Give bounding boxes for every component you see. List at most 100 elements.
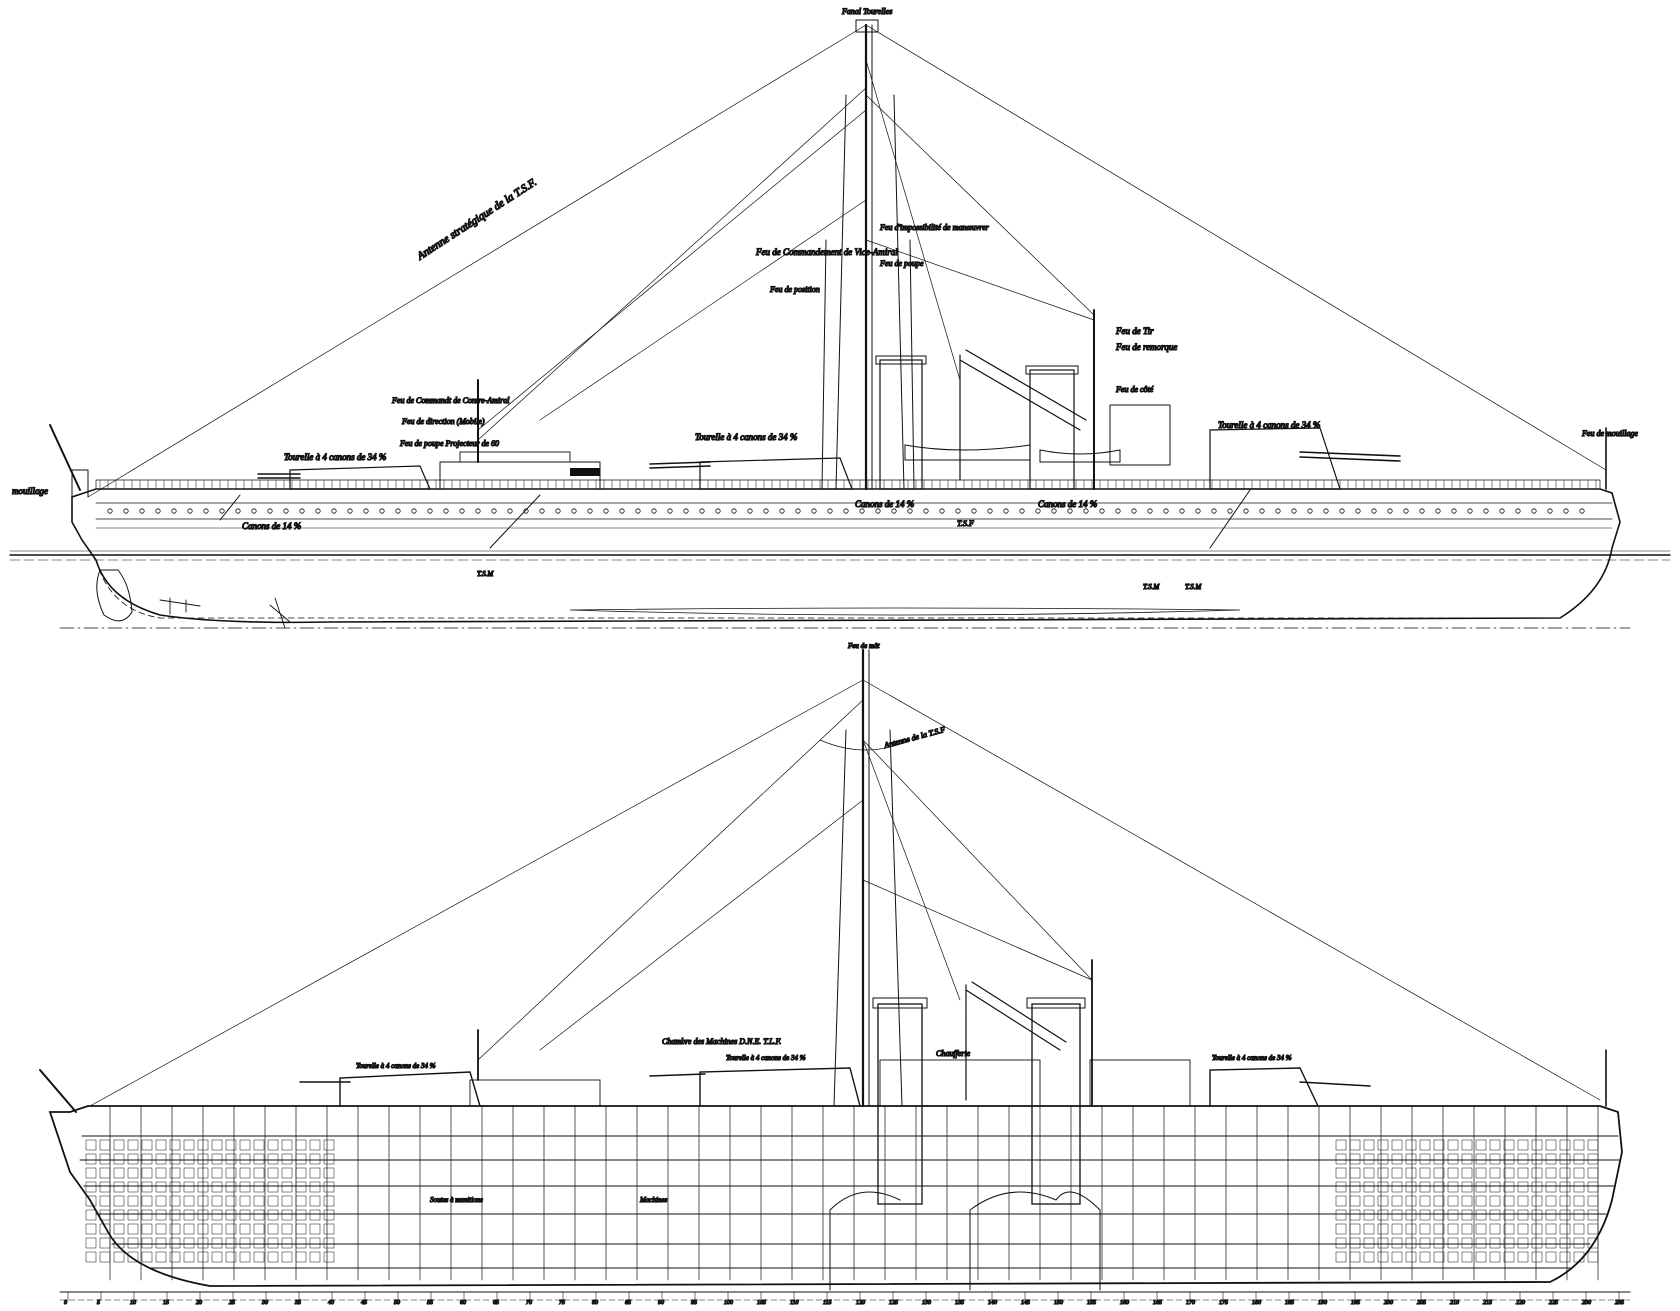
- compartment-cell: [1587, 1139, 1599, 1151]
- compartment-cell: [211, 1209, 223, 1221]
- frame-number: 205: [1417, 1300, 1426, 1306]
- compartment-cell: [267, 1195, 279, 1207]
- porthole: [1163, 508, 1169, 514]
- compartment-cell: [169, 1181, 181, 1193]
- compartment-cell: [295, 1153, 307, 1165]
- compartment-cell: [281, 1139, 293, 1151]
- compartment-cell: [239, 1167, 251, 1179]
- compartment-cell: [1433, 1181, 1445, 1193]
- compartment-cell: [295, 1237, 307, 1249]
- compartment-cell: [225, 1167, 237, 1179]
- porthole: [1515, 508, 1521, 514]
- porthole: [203, 508, 209, 514]
- compartment-cell: [1489, 1139, 1501, 1151]
- compartment-cell: [1447, 1181, 1459, 1193]
- turret-aft-guns: [1299, 451, 1401, 457]
- porthole: [1563, 508, 1569, 514]
- compartment-cell: [323, 1139, 335, 1151]
- porthole: [315, 508, 321, 514]
- compartment-cell: [127, 1223, 139, 1235]
- compartment-cell: [141, 1153, 153, 1165]
- frame-number: 225: [1549, 1300, 1558, 1306]
- porthole: [1323, 508, 1329, 514]
- compartment-cell: [197, 1251, 209, 1263]
- compartment-cell: [1475, 1237, 1487, 1249]
- compartment-cell: [127, 1153, 139, 1165]
- compartment-cell: [323, 1251, 335, 1263]
- compartment-cell: [1363, 1167, 1375, 1179]
- porthole: [1035, 508, 1041, 514]
- compartment-cell: [183, 1139, 195, 1151]
- compartment-cell: [225, 1153, 237, 1165]
- compartment-cell: [1391, 1251, 1403, 1263]
- compartment-cell: [141, 1181, 153, 1193]
- compartment-cell: [1559, 1237, 1571, 1249]
- porthole: [235, 508, 241, 514]
- compartment-cell: [225, 1195, 237, 1207]
- frame-number: 35: [294, 1300, 301, 1306]
- frame-number: 115: [823, 1300, 832, 1306]
- compartment-cell: [1559, 1181, 1571, 1193]
- frame-number: 150: [1054, 1300, 1063, 1306]
- compartment-cell: [127, 1139, 139, 1151]
- compartment-cell: [1531, 1139, 1543, 1151]
- porthole: [1339, 508, 1345, 514]
- compartment-cell: [1405, 1153, 1417, 1165]
- porthole: [795, 508, 801, 514]
- hull-underwater: [95, 559, 1561, 619]
- compartment-cell: [197, 1237, 209, 1249]
- compartment-cell: [1559, 1209, 1571, 1221]
- frame-number: 230: [1582, 1300, 1591, 1306]
- section-funnel-fwd: [877, 1003, 923, 1205]
- compartment-cell: [295, 1209, 307, 1221]
- porthole: [139, 508, 145, 514]
- porthole: [1003, 508, 1009, 514]
- label-cmd-light-ra: Feu de Commandt de Contre-Amiral: [391, 396, 510, 405]
- compartment-cell: [239, 1153, 251, 1165]
- compartment-cell: [197, 1195, 209, 1207]
- compartment-cell: [1391, 1237, 1403, 1249]
- porthole: [251, 508, 257, 514]
- compartment-cell: [141, 1209, 153, 1221]
- compartment-cell: [1489, 1237, 1501, 1249]
- compartment-cell: [1517, 1181, 1529, 1193]
- compartment-cell: [85, 1195, 97, 1207]
- compartment-cell: [1587, 1195, 1599, 1207]
- porthole: [1115, 508, 1121, 514]
- frame-number: 120: [856, 1300, 865, 1306]
- porthole: [1019, 508, 1025, 514]
- frame-number: 25: [229, 1300, 235, 1306]
- compartment-cell: [281, 1223, 293, 1235]
- compartment-cell: [183, 1181, 195, 1193]
- compartment-cell: [1391, 1223, 1403, 1235]
- compartment-cell: [1363, 1223, 1375, 1235]
- label-section-dne: Chambre des Machines D.N.E. T.L.F.: [662, 1037, 781, 1046]
- compartment-cell: [295, 1167, 307, 1179]
- compartment-cell: [309, 1223, 321, 1235]
- frame-number: 215: [1483, 1300, 1492, 1306]
- compartment-cell: [1545, 1223, 1557, 1235]
- compartment-cell: [169, 1167, 181, 1179]
- porthole: [155, 508, 161, 514]
- compartment-cell: [253, 1209, 265, 1221]
- compartment-cell: [267, 1209, 279, 1221]
- porthole: [331, 508, 337, 514]
- porthole: [859, 508, 865, 514]
- compartment-cell: [281, 1181, 293, 1193]
- compartment-cell: [267, 1153, 279, 1165]
- compartment-cell: [1573, 1139, 1585, 1151]
- turret-mid: [699, 457, 853, 490]
- compartment-cell: [1573, 1237, 1585, 1249]
- label-tsm-aft2: T.S.M: [1185, 583, 1202, 591]
- porthole: [427, 508, 433, 514]
- compartment-cell: [1447, 1153, 1459, 1165]
- frame-number: 40: [328, 1299, 334, 1306]
- label-direction-light: Feu de direction (Mobile): [401, 417, 485, 426]
- compartment-cell: [1503, 1167, 1515, 1179]
- porthole: [987, 508, 993, 514]
- compartment-cell: [1559, 1223, 1571, 1235]
- frame-number: 10: [130, 1300, 136, 1306]
- porthole: [699, 508, 705, 514]
- compartment-cell: [1517, 1209, 1529, 1221]
- funnel-fwd: [879, 359, 923, 490]
